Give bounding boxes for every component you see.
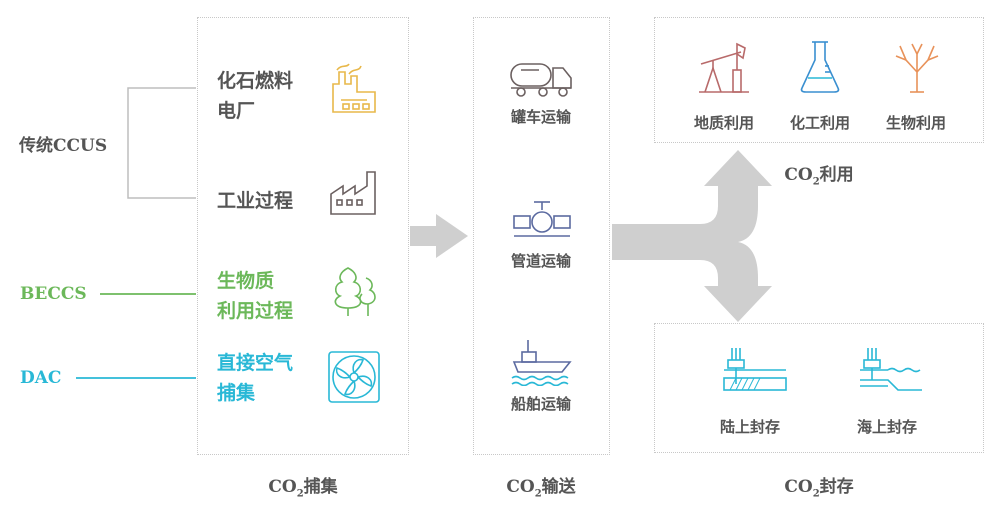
source-label-line: 直接空气 [217,352,294,374]
capture-box [197,17,409,455]
source-label-fossil: 化石燃料 电厂 [217,66,327,126]
category-ccus: 传统CCUS [19,136,108,156]
pipeline-icon [513,201,571,237]
stage-label-storage: CO2封存 [784,477,854,500]
oil-pump-icon [699,42,749,93]
offshore-storage-icon [860,348,922,391]
transport-box [473,17,610,455]
transport-label-truck: 罐车运输 [510,108,571,126]
storage-label-offshore: 海上封存 [856,418,917,436]
source-label-line: 化石燃料 [217,70,294,92]
power-plant-icon [332,63,376,113]
stage-label-capture: CO2捕集 [268,477,338,500]
utilization-box [654,17,984,143]
utilization-label-chemical: 化工利用 [789,114,850,132]
source-label-line: 生物质 [217,270,275,292]
onshore-storage-icon [723,348,787,391]
utilization-label-biological: 生物利用 [885,114,946,132]
arrow-split [612,150,772,322]
flask-icon [800,41,840,93]
trees-icon [334,267,376,316]
ccus-bracket [127,87,196,199]
stage-label-transport: CO2输送 [506,477,576,500]
storage-box [654,323,984,453]
utilization-label-geological: 地质利用 [693,114,754,132]
transport-label-ship: 船舶运输 [510,395,571,413]
storage-label-onshore: 陆上封存 [719,418,780,436]
coral-icon [895,43,939,93]
factory-icon [330,171,376,215]
ship-icon [511,340,572,386]
category-dac: DAC [20,368,62,388]
category-beccs: BECCS [20,284,87,304]
source-label-industry: 工业过程 [217,186,327,216]
source-label-line: 捕集 [217,382,256,404]
tanker-truck-icon [510,63,572,97]
arrow-capture-transport [410,214,468,258]
source-label-line: 工业过程 [217,190,294,212]
fan-icon [328,351,380,403]
source-label-line: 利用过程 [217,300,294,322]
source-label-dac: 直接空气 捕集 [217,348,327,408]
source-label-line: 电厂 [217,100,256,122]
transport-label-pipeline: 管道运输 [510,252,571,270]
source-label-biomass: 生物质 利用过程 [217,266,327,326]
stage-label-utilization: CO2利用 [784,165,854,188]
